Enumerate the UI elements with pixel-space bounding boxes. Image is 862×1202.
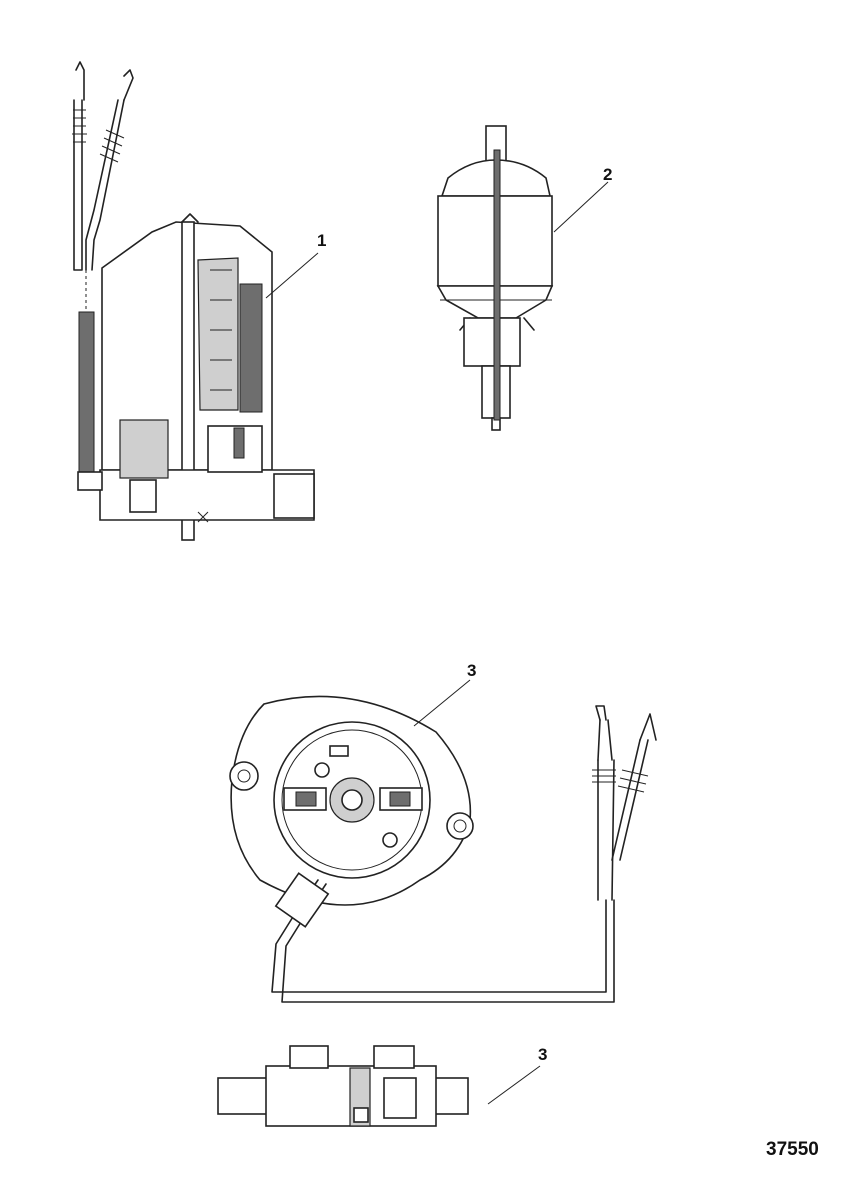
- motor-assembly-drawing: [72, 61, 315, 541]
- armature-drawing: [436, 125, 554, 431]
- callout-3-side: 3: [538, 1045, 547, 1064]
- leader-line-3b: [487, 1065, 541, 1105]
- callout-1: 1: [317, 231, 326, 250]
- callout-2: 2: [603, 165, 612, 184]
- figure-number: 37550: [766, 1139, 819, 1160]
- end-cap-side-drawing: [217, 1045, 469, 1127]
- leader-line-2: [553, 181, 609, 233]
- leader-line-1: [265, 252, 319, 299]
- leader-line-3a: [413, 679, 471, 727]
- end-cap-face-drawing: [229, 695, 657, 1003]
- callout-3-face: 3: [467, 661, 476, 680]
